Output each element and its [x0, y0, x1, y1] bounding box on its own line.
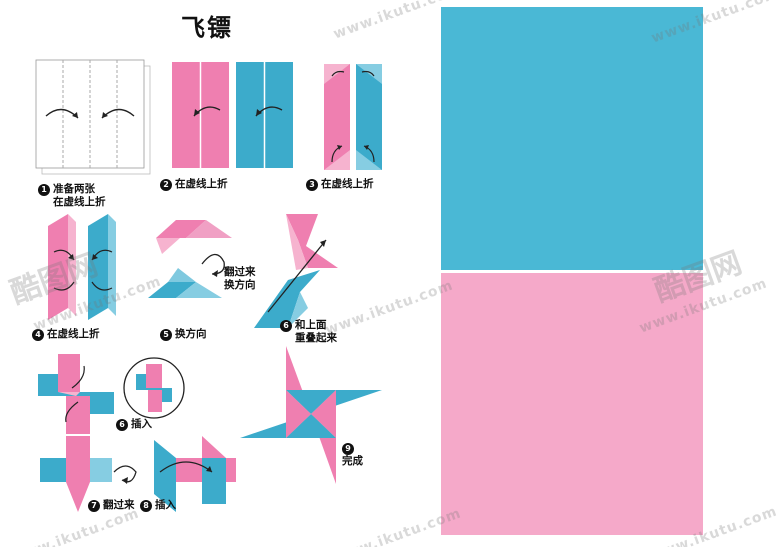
step8-number: 8 [140, 500, 152, 512]
pink-paper-square [441, 273, 703, 535]
step5-note: 翻过来 换方向 [224, 266, 256, 292]
step6a-text-line1: 和上面 [295, 319, 327, 331]
step5-note-line2: 换方向 [224, 279, 256, 291]
step7-text: 翻过来 [103, 499, 135, 511]
step4-text: 在虚线上折 [47, 328, 100, 340]
step5-note-line1: 翻过来 [224, 266, 256, 278]
step1-diagram [34, 58, 152, 176]
step2-text: 在虚线上折 [175, 178, 228, 190]
step1-number: 1 [38, 184, 50, 196]
step9-number: 9 [342, 443, 354, 455]
step6a-diagram [248, 210, 348, 330]
step6b-number: 6 [116, 419, 128, 431]
step3-diagram [322, 62, 386, 174]
step6b-diagram [36, 352, 186, 436]
step4-diagram [40, 212, 120, 324]
step3-number: 3 [306, 179, 318, 191]
page-title: 飞镖 [181, 14, 233, 42]
step6a-number: 6 [280, 320, 292, 332]
step9-diagram [238, 340, 384, 488]
step5-diagram [142, 212, 242, 322]
step6b-text: 插入 [131, 418, 152, 430]
step5-number: 5 [160, 329, 172, 341]
step1-text-line1: 准备两张 [53, 183, 95, 195]
step2-diagram [170, 60, 300, 172]
step9-text: 完成 [342, 455, 363, 467]
step9-label: 9 完成 [342, 442, 363, 468]
step7-8-diagram [36, 432, 246, 518]
step5-text: 换方向 [175, 328, 207, 340]
step6a-text-line2: 重叠起来 [295, 332, 337, 344]
step2-number: 2 [160, 179, 172, 191]
blue-paper-square [441, 7, 703, 270]
step1-text-line2: 在虚线上折 [53, 196, 106, 208]
step3-text: 在虚线上折 [321, 178, 374, 190]
step7-number: 7 [88, 500, 100, 512]
step8-text: 插入 [155, 499, 176, 511]
step4-number: 4 [32, 329, 44, 341]
